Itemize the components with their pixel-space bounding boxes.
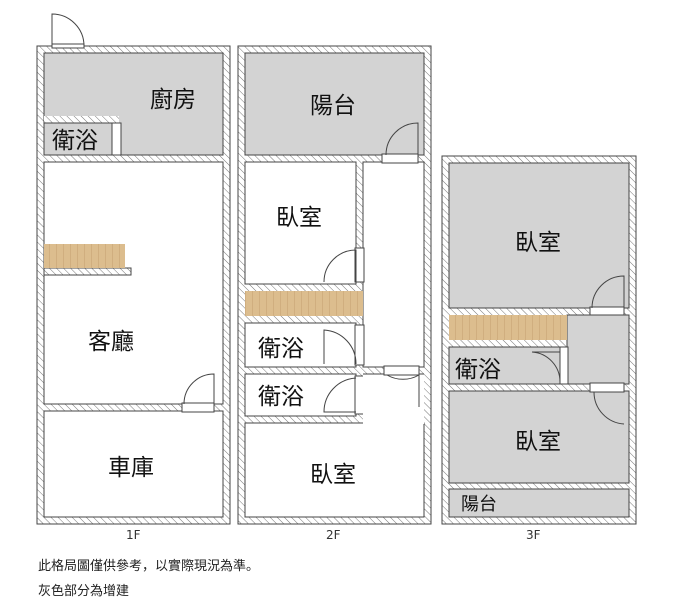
label-bedroom-2f-bottom: 臥室 <box>310 462 356 488</box>
floor-2f: 陽台 臥室 衛浴 衛浴 臥室 2F <box>237 45 432 542</box>
room-bath1-2f <box>244 322 357 368</box>
label-bath2-2f: 衛浴 <box>258 384 304 410</box>
label-balcony-3f: 陽台 <box>461 494 497 515</box>
room-bedroom-2f-top <box>244 161 357 285</box>
corridor-3f <box>566 314 630 385</box>
door-icon[interactable] <box>591 275 625 309</box>
room-bedroom-3f-bottom <box>448 390 630 484</box>
label-bath-3f: 衛浴 <box>455 357 501 383</box>
stairs-3f <box>449 315 567 340</box>
door-icon[interactable] <box>323 329 357 365</box>
room-bedroom-2f-bottom <box>244 422 425 518</box>
room-living <box>43 161 224 405</box>
door-icon[interactable] <box>531 351 561 383</box>
disclaimer-note: 此格局圖僅供參考，以實際現況為準。 <box>38 559 260 574</box>
corridor-2f <box>362 161 425 368</box>
room-bath-1f <box>43 122 113 156</box>
label-bath1-2f: 衛浴 <box>258 336 304 362</box>
floor-label-3f: 3F <box>526 528 541 542</box>
floor-3f: 臥室 衛浴 臥室 陽台 3F <box>441 155 637 542</box>
floor-label-1f: 1F <box>126 528 141 542</box>
label-kitchen: 廚房 <box>150 87 196 113</box>
floor-1f: 廚房 衛浴 客廳 車庫 1F <box>36 13 231 542</box>
stairs-2f <box>245 291 363 316</box>
label-garage: 車庫 <box>108 455 154 481</box>
label-bath-1f: 衛浴 <box>52 128 98 154</box>
door-icon[interactable] <box>323 377 357 413</box>
door-icon[interactable] <box>323 249 357 283</box>
label-living: 客廳 <box>88 329 134 355</box>
room-bath-3f <box>448 346 561 385</box>
door-icon[interactable] <box>51 13 85 47</box>
room-balcony-2f <box>244 52 425 156</box>
room-bedroom-3f-top <box>448 162 630 309</box>
label-bedroom-2f-top: 臥室 <box>276 205 322 231</box>
floor-label-2f: 2F <box>326 528 341 542</box>
label-bedroom-3f-top: 臥室 <box>515 230 561 256</box>
room-balcony-3f <box>448 488 630 518</box>
label-bedroom-3f-bottom: 臥室 <box>515 429 561 455</box>
door-icon[interactable] <box>183 373 215 405</box>
stairs-1f <box>44 244 125 268</box>
label-balcony-2f: 陽台 <box>310 93 356 119</box>
door-icon[interactable] <box>593 391 625 425</box>
room-garage <box>43 410 224 518</box>
door-icon[interactable] <box>385 122 419 156</box>
door-icon[interactable] <box>386 374 420 407</box>
legend-note: 灰色部分為增建 <box>38 584 130 599</box>
